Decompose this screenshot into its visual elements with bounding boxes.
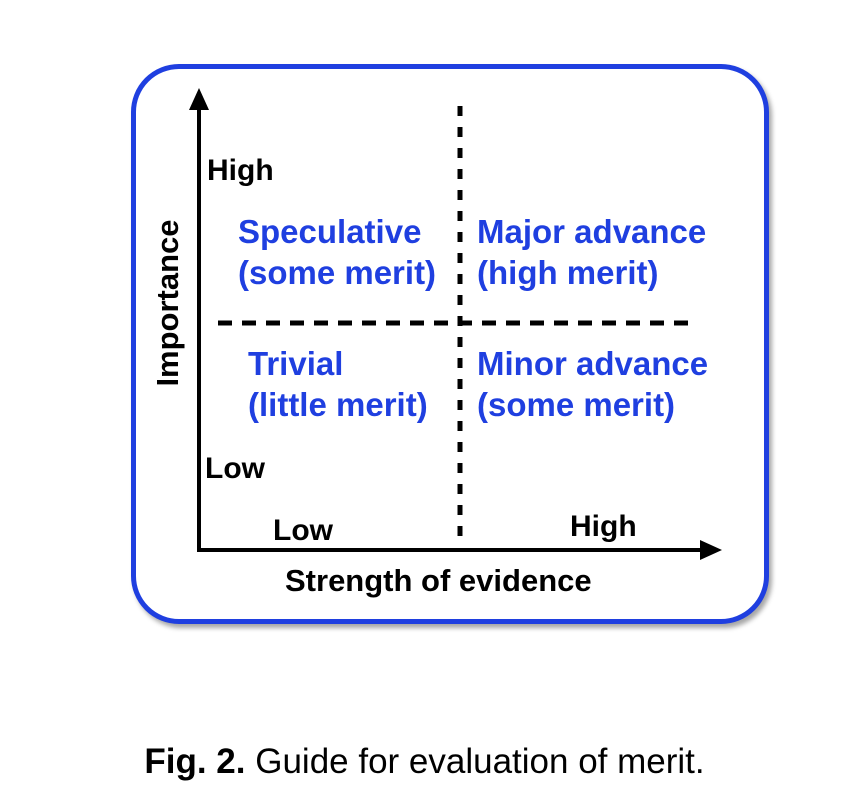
figure-caption-text: Guide for evaluation of merit. [245,742,705,781]
y-axis-arrowhead [189,88,209,110]
x-axis-title: Strength of evidence [285,563,592,598]
quadrant-top-left: Speculative (some merit) [238,211,436,293]
quadrant-bottom-left-line1: Trivial [248,345,344,382]
quadrant-bottom-left-line2: (little merit) [248,386,428,423]
y-axis-low-label: Low [205,452,265,485]
y-axis-high-label: High [207,154,274,187]
quadrant-top-left-line1: Speculative [238,213,422,250]
figure-caption: Fig. 2. Guide for evaluation of merit. [0,742,849,782]
quadrant-bottom-right-line1: Minor advance [477,345,709,382]
quadrant-top-right-line1: Major advance [477,213,707,250]
quadrant-top-right: Major advance (high merit) [477,211,706,293]
quadrant-top-right-line2: (high merit) [477,254,659,291]
x-axis-arrowhead [700,540,722,560]
quadrant-bottom-right-line2: (some merit) [477,386,676,423]
figure-caption-label: Fig. 2. [144,742,246,781]
quadrant-bottom-left: Trivial (little merit) [248,343,428,425]
quadrant-bottom-right: Minor advance (some merit) [477,343,708,425]
quadrant-top-left-line2: (some merit) [238,254,437,291]
x-axis-low-label: Low [273,514,333,547]
y-axis-title: Importance [150,219,185,387]
x-axis-high-label: High [570,510,637,543]
diagram-frame [131,64,769,624]
